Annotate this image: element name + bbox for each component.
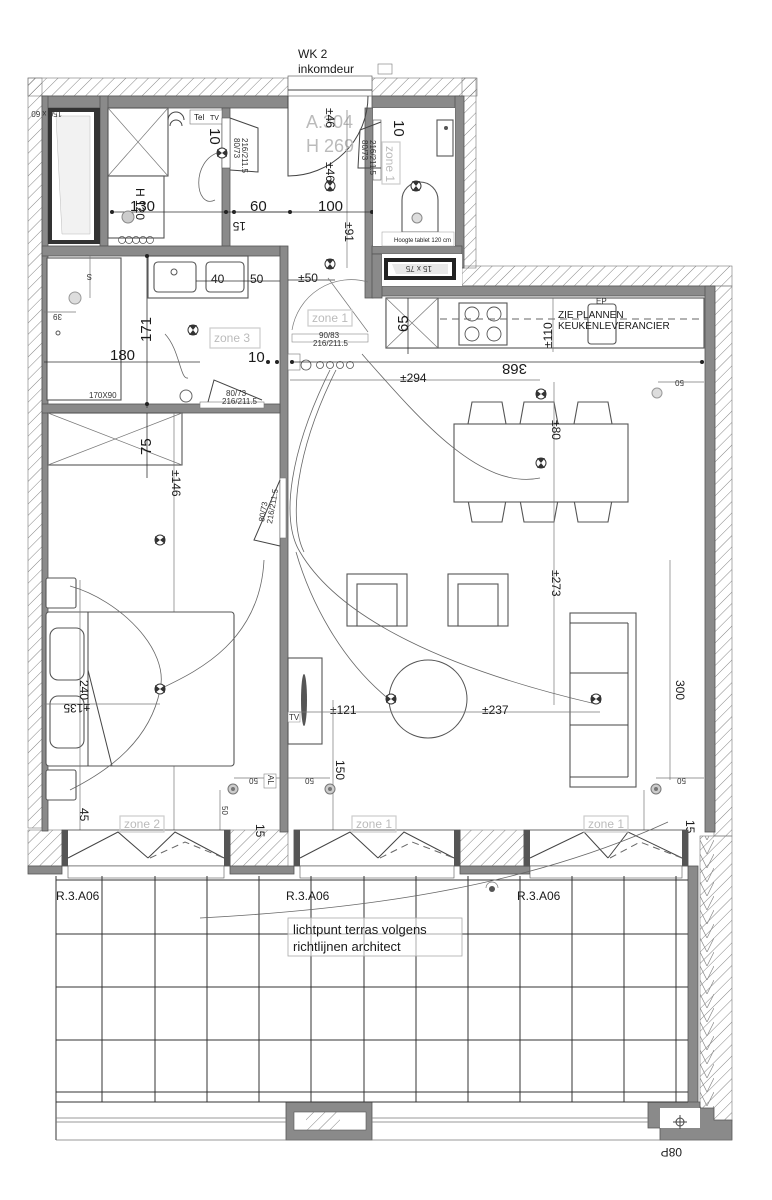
dim-50-hall: ±50	[298, 271, 318, 285]
wc: 80/73 216/211.5 zone 1 10 Hoogte tablet …	[357, 108, 455, 247]
terrace-labels: R.3.A06 R.3.A06 R.3.A06 lichtpunt terras…	[56, 889, 682, 1159]
shower-s: S	[87, 272, 92, 281]
window-code-1: R.3.A06	[56, 889, 100, 903]
entrance-line2: inkomdeur	[298, 62, 354, 76]
height-120: H 120	[133, 188, 147, 220]
wc-door-label-1: 80/73	[360, 140, 369, 161]
dim-39: 39	[53, 312, 62, 321]
radiator-label: 15 x 75	[405, 264, 432, 273]
dim-171: 171	[138, 317, 155, 342]
dim-60: 60	[250, 198, 267, 215]
wc-dim-10: 10	[390, 120, 407, 137]
tub-size-label: 150 x 60	[31, 109, 62, 118]
shower-size: 170X90	[89, 391, 117, 400]
dim-91: ±91	[342, 222, 356, 242]
dim-273: ±273	[549, 570, 563, 597]
dim-65: 65	[395, 315, 412, 332]
tv-label: TV	[289, 713, 300, 722]
dim-130: 130	[130, 198, 155, 215]
dim-10-bath: 10	[206, 128, 223, 145]
bed-door-label-1: 80/73	[257, 501, 269, 523]
bed-dim-50a: 50	[249, 776, 258, 785]
top-bathroom: Tel TV 10 130 60 H 120 80/73 216/211.5 1…	[107, 107, 290, 244]
bathtub: 150 x 60	[31, 108, 100, 244]
hall-door-label-2: 216/211.5	[313, 339, 349, 348]
window-code-3: R.3.A06	[517, 889, 561, 903]
entrance-line1: WK 2	[298, 47, 328, 61]
dim-237: ±237	[482, 703, 509, 717]
tv-outlet-label: TV	[210, 115, 219, 122]
entrance-hall: WK 2 inkomdeur spionoog A.304 H 269 ±46 …	[234, 47, 393, 371]
dim-135: ±135	[63, 701, 90, 715]
dim-294: ±294	[400, 371, 427, 385]
interior-walls	[27, 95, 733, 1141]
living-dim-50b: 50	[677, 776, 686, 785]
ep-label: EP	[596, 297, 607, 306]
dim-15: 15	[232, 219, 246, 233]
height-code: H 269	[306, 136, 354, 156]
dim-150: 150	[333, 760, 347, 780]
dim-80: ±80	[549, 420, 563, 440]
dim-100: 100	[318, 198, 343, 215]
dim-240: 240	[77, 680, 91, 700]
exterior-walls	[27, 77, 733, 1122]
tablet-height-label: Hoogte tablet 120 cm	[394, 238, 451, 244]
dim-40: 40	[211, 272, 225, 286]
bed-door-label-2: 216/211.5	[265, 488, 280, 525]
dim-46b: ±46	[323, 162, 337, 182]
bathroom: S 39 170X90 40 50 171 180 10 zone 3 80/7…	[44, 254, 280, 409]
door-label-2: 216/211.5	[240, 138, 249, 174]
hall-zone-label: zone 1	[312, 311, 348, 325]
dim-180: 180	[110, 347, 135, 364]
al-label: AL	[266, 775, 275, 785]
dim-300: 300	[673, 680, 687, 700]
bed-dim-50b: 50	[220, 806, 229, 815]
dim-368: 368	[502, 360, 527, 377]
dim-75: 75	[138, 438, 155, 455]
utility-radiator: 15 x 75	[382, 254, 462, 286]
kitchen-note-2: KEUKENLEVERANCIER	[558, 321, 670, 332]
ceiling-light-icons	[154, 147, 602, 705]
bed-dim-15: 15	[253, 824, 267, 838]
corner-label: 08P	[661, 1145, 682, 1159]
living: TV ±121 ±237 150 50 50 15	[287, 369, 704, 834]
dining: ±80 ±273 300	[361, 353, 687, 780]
bed-zone-label: zone 2	[124, 817, 160, 831]
dim-45: 45	[77, 808, 91, 822]
hall-door-label-1: 90/83	[319, 331, 340, 340]
window-code-2: R.3.A06	[286, 889, 330, 903]
dim-110: ±110	[541, 322, 555, 348]
living-zone-label-1: zone 1	[356, 817, 392, 831]
bedroom: 75 ±146 ±173 80/73 216/211.5 240 ±135 45…	[44, 412, 287, 838]
room-code: A.304	[306, 112, 353, 132]
dim-10-bath3: 10	[248, 349, 265, 366]
tel-label: Tel	[194, 113, 204, 122]
bath-zone-label: zone 3	[214, 331, 250, 345]
kitchen-dim-50: 50	[675, 378, 684, 387]
dim-50-bath: 50	[250, 272, 264, 286]
dim-146: ±146	[169, 470, 183, 497]
living-zone-label-2: zone 1	[588, 817, 624, 831]
south-windows: zone 2 zone 1 zone 1	[61, 815, 689, 879]
kitchen-note-1: ZIE PLANNEN	[558, 310, 624, 321]
bath-door-label-2: 216/211.5	[222, 397, 258, 406]
terrace-note-1: lichtpunt terras volgens	[293, 922, 427, 937]
bath-door-label-1: 80/73	[226, 389, 247, 398]
dim-46a: ±46	[323, 108, 337, 128]
kitchen: 65 EP ZIE PLANNEN KEUKENLEVERANCIER ±110…	[290, 297, 705, 399]
living-dim-50a: 50	[305, 776, 314, 785]
wc-door-label-2: 216/211.5	[368, 140, 377, 176]
terrace-note-2: richtlijnen architect	[293, 939, 401, 954]
wc-zone-label: zone 1	[383, 146, 397, 182]
door-label-1: 80/73	[232, 138, 241, 159]
terrace-tiles	[55, 821, 732, 1141]
dim-121: ±121	[330, 703, 357, 717]
